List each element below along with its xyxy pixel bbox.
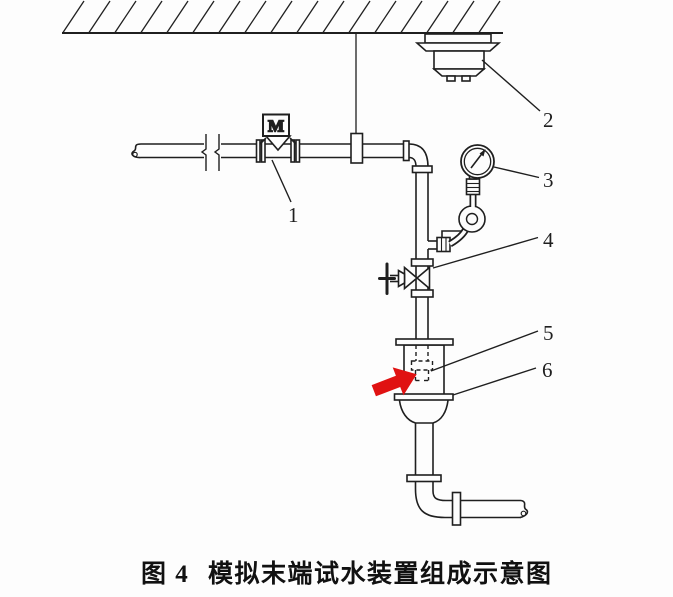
red-pointer-arrow [371, 367, 417, 397]
vertical-pipe-upper [415, 172, 437, 260]
leader-2 [481, 59, 541, 112]
pressure-gauge-assembly [436, 144, 495, 253]
ceiling-hatch-line [452, 0, 475, 33]
gauge-dial-outer [460, 144, 495, 179]
sprinkler-body [433, 50, 485, 70]
elbow-top [402, 140, 433, 174]
tee-flange-left-b [260, 139, 266, 163]
valve-collar-bottom [410, 289, 434, 298]
figure-caption-label: 图 4 [141, 561, 189, 588]
flow-indicator-box [262, 113, 290, 137]
chamber-top-flange [395, 338, 454, 346]
gauge-cock [436, 236, 451, 253]
siphon-loop [458, 205, 486, 233]
ceiling-hatch-line [348, 0, 371, 33]
callout-4: 4 [543, 228, 554, 252]
sprinkler-head [414, 33, 502, 82]
sprinkler-mount-plate [424, 33, 492, 44]
siphon-loop-inner [465, 212, 479, 226]
ceiling-hatch-line [374, 0, 397, 33]
ceiling [62, 0, 503, 34]
valve-collar-top [410, 258, 434, 267]
ceiling-hatch-line [140, 0, 163, 33]
leader-3 [493, 166, 540, 179]
pipe-end-curl-right [520, 510, 527, 517]
tee-flange-right-a [290, 139, 296, 163]
branch-pipe [131, 134, 404, 171]
flow-indicator-letter: M [268, 117, 284, 136]
leader-1 [271, 159, 292, 203]
callout-5: 5 [543, 321, 554, 345]
leader-5 [430, 330, 539, 372]
callout-1: 1 [288, 203, 299, 227]
sight-chamber [393, 338, 454, 401]
funnel-and-drain [398, 400, 529, 526]
chamber-bottom-flange [393, 393, 454, 401]
valve-packing [397, 269, 406, 288]
pipe-end-curl-left [132, 151, 138, 158]
sprinkler-dish [414, 42, 502, 52]
figure-caption: 图 4 模拟末端试水装置组成示意图 [141, 559, 553, 588]
elbow-flange [402, 140, 410, 162]
ceiling-hatch [62, 0, 501, 33]
sprinkler-taper [431, 68, 487, 77]
ceiling-hatch-line [218, 0, 241, 33]
gauge-dial-inner [463, 147, 492, 176]
ceiling-hatch-line [62, 0, 85, 33]
valve-body-left [403, 265, 419, 291]
ceiling-hatch-line [322, 0, 345, 33]
pipe-break-mark-1 [200, 134, 207, 171]
callout-numbers: 1 2 3 4 5 6 [288, 108, 554, 382]
vertical-pipe-lower [415, 297, 429, 339]
callouts [271, 59, 541, 396]
drain-flange-elbow [451, 491, 462, 526]
sprinkler-pin-right [461, 75, 471, 82]
valve-body-right [415, 265, 431, 291]
elbow-collar [411, 165, 433, 174]
drain-flange-upper [406, 474, 442, 483]
callout-6: 6 [542, 358, 553, 382]
pipe-break-mark-2 [213, 134, 220, 171]
tee-flange-right-b [295, 139, 301, 163]
callout-2: 2 [543, 108, 554, 132]
leader-6 [452, 367, 537, 396]
ceiling-hatch-line [114, 0, 137, 33]
ceiling-hatch-line [400, 0, 423, 33]
ceiling-hatch-line [244, 0, 267, 33]
ceiling-hatch-line [192, 0, 215, 33]
test-valve [378, 258, 434, 298]
callout-3: 3 [543, 168, 554, 192]
ceiling-hatch-line [270, 0, 293, 33]
test-orifice-hidden-lines [410, 345, 434, 382]
gauge-connector [465, 178, 481, 196]
sprinkler-pin-left [446, 75, 456, 82]
ceiling-hatch-line [426, 0, 449, 33]
pipe-coupling [350, 132, 364, 164]
tee-funnel [264, 135, 292, 152]
ceiling-hatch-line [166, 0, 189, 33]
flow-indicator: M [255, 113, 301, 163]
ceiling-hatch-line [88, 0, 111, 33]
figure-caption-title: 模拟末端试水装置组成示意图 [208, 559, 553, 588]
tee-flange-left-a [255, 139, 261, 163]
ceiling-hatch-line [478, 0, 501, 33]
funnel-dome [398, 400, 449, 424]
gauge-needle-tip [479, 149, 486, 157]
ceiling-hatch-line [296, 0, 319, 33]
leader-4 [432, 236, 539, 269]
